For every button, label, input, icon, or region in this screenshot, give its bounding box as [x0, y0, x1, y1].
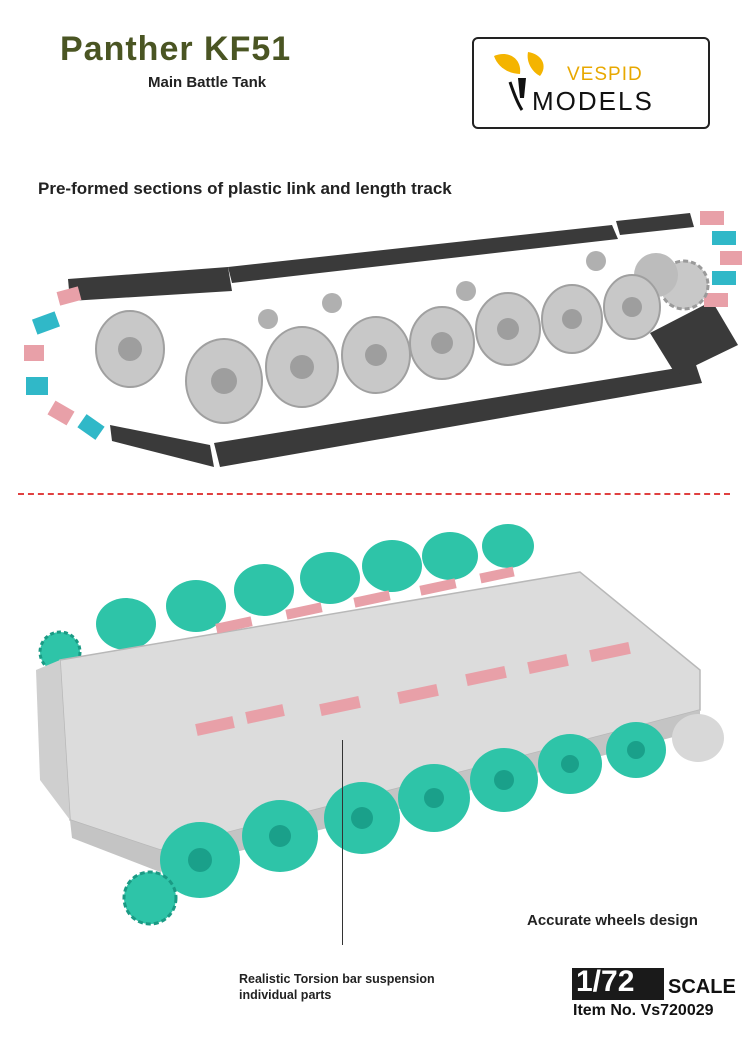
hull-suspension-illustration — [36, 524, 724, 926]
track-link-pink — [47, 400, 75, 426]
return-roller — [456, 281, 476, 301]
track-link-cyan — [77, 414, 105, 440]
torsion-caption: Realistic Torsion bar suspension individ… — [239, 971, 435, 1003]
torsion-arms — [195, 566, 631, 736]
track-link-pink — [24, 345, 44, 361]
track-link-cyan — [712, 231, 736, 245]
track-link-pink — [720, 251, 742, 265]
track-section-top — [228, 225, 618, 283]
brand-name-top: VESPID — [567, 64, 643, 85]
track-link-pink — [704, 293, 728, 307]
item-number: Item No. Vs720029 — [573, 1002, 714, 1019]
wheels-caption: Accurate wheels design — [527, 912, 698, 929]
track-caption: Pre-formed sections of plastic link and … — [38, 179, 452, 198]
torsion-caption-line1: Realistic Torsion bar suspension — [239, 972, 435, 986]
track-link-pink — [700, 211, 724, 225]
track-section-right — [650, 301, 738, 375]
return-roller — [258, 309, 278, 329]
drive-sprocket — [122, 870, 178, 926]
product-subtitle: Main Battle Tank — [148, 74, 267, 91]
scale-badge — [572, 968, 664, 1000]
return-roller — [586, 251, 606, 271]
track-link-cyan — [712, 271, 736, 285]
track-section-bottom — [214, 365, 702, 467]
scale-label: SCALE — [668, 976, 736, 998]
scale-value: 1/72 — [576, 965, 635, 998]
track-link-cyan — [31, 311, 61, 335]
far-road-wheels — [96, 524, 534, 650]
return-roller — [322, 293, 342, 313]
track-section-bottom-left — [110, 425, 214, 467]
torsion-caption-line2: individual parts — [239, 988, 332, 1002]
wasp-logo-icon — [494, 52, 544, 111]
callout-line — [342, 740, 343, 945]
track-section-top-right — [616, 213, 694, 235]
track-link-pink — [56, 286, 82, 306]
track-section-top-left — [68, 267, 232, 301]
product-title: Panther KF51 — [60, 30, 292, 68]
track-parts-illustration — [24, 211, 742, 467]
track-link-cyan — [26, 377, 48, 395]
section-divider — [18, 493, 730, 495]
brand-name-bottom: MODELS — [532, 86, 654, 116]
